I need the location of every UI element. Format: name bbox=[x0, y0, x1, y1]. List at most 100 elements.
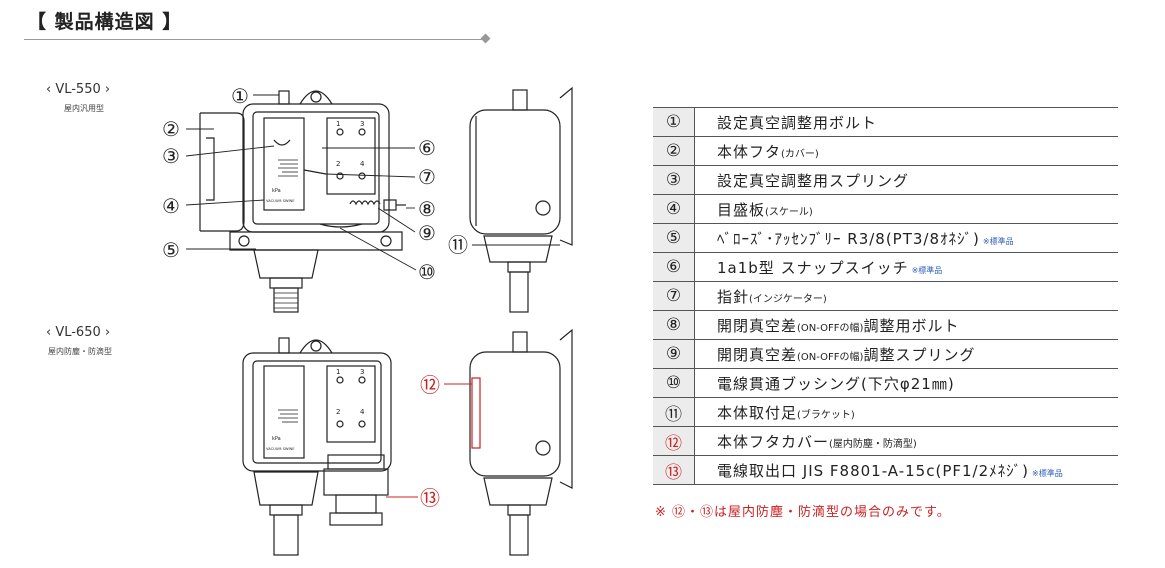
part-name-main: 開閉真空差 bbox=[717, 316, 798, 335]
part-number: ⑨ bbox=[653, 339, 695, 369]
part-name: 本体フタ(カバー) bbox=[694, 136, 1118, 166]
svg-text:1: 1 bbox=[336, 368, 340, 376]
part-number: ⑧ bbox=[653, 310, 695, 340]
part-number: ⑪ bbox=[653, 397, 695, 427]
model-type-vl650: 屋内防塵・防滴型 bbox=[48, 347, 112, 356]
part-name: 電線取出口 JIS F8801-A-15c(PF1/2ﾒﾈｼﾞ)※標準品 bbox=[694, 455, 1118, 485]
svg-text:3: 3 bbox=[360, 368, 364, 376]
callout-10: ⑩ bbox=[418, 260, 436, 284]
model-name-vl650: ‹ VL-650 › bbox=[46, 325, 111, 340]
part-name-main: 開閉真空差 bbox=[717, 345, 798, 364]
part-name: 目盛板(スケール) bbox=[694, 194, 1118, 224]
standard-product-note: ※標準品 bbox=[911, 265, 943, 275]
svg-text:1: 1 bbox=[336, 120, 340, 128]
part-name-main: 本体フタ bbox=[717, 142, 782, 161]
callout-1: ① bbox=[231, 84, 249, 108]
part-name: 指針(インジケーター) bbox=[694, 281, 1118, 311]
callout-3: ③ bbox=[162, 144, 180, 168]
callout-12: ⑫ bbox=[420, 373, 440, 397]
vl550-front-view: kPa VACUUM SWINE 1 3 2 4 bbox=[199, 90, 406, 313]
callout-7: ⑦ bbox=[418, 165, 436, 189]
page-title: 【 製品構造図 】 bbox=[27, 11, 183, 33]
part-name-suffix: 調整スプリング bbox=[863, 345, 976, 364]
svg-text:VACUUM SWINE: VACUUM SWINE bbox=[266, 199, 295, 203]
part-name: 開閉真空差(ON-OFFの幅)調整スプリング bbox=[694, 339, 1118, 369]
svg-text:2: 2 bbox=[336, 408, 340, 416]
part-name-sub: (屋内防塵・防滴型) bbox=[829, 438, 917, 450]
part-name-suffix: 調整用ボルト bbox=[863, 316, 960, 335]
part-number: ③ bbox=[653, 165, 695, 195]
part-number: ⑫ bbox=[653, 426, 695, 456]
part-name-main: 本体取付足 bbox=[717, 403, 798, 422]
svg-text:4: 4 bbox=[360, 160, 365, 168]
standard-product-note: ※標準品 bbox=[982, 236, 1014, 246]
callout-6: ⑥ bbox=[418, 136, 436, 160]
model-name-vl550: ‹ VL-550 › bbox=[46, 82, 111, 97]
part-name: 設定真空調整用スプリング bbox=[694, 165, 1118, 195]
callout-4: ④ bbox=[162, 194, 180, 218]
part-name: 1a1b型 スナップスイッチ※標準品 bbox=[694, 252, 1118, 282]
part-number: ⑥ bbox=[653, 252, 695, 282]
part-name-main: 電線取出口 JIS F8801-A-15c(PF1/2ﾒﾈｼﾞ) bbox=[717, 461, 1029, 480]
part-number: ① bbox=[653, 107, 695, 137]
part-name-sub: (インジケーター) bbox=[749, 293, 827, 305]
callout-8: ⑧ bbox=[418, 197, 436, 221]
vl650-front-view: kPa VACUUM SWINE 1 3 2 4 bbox=[242, 337, 392, 556]
model-type-vl550: 屋内汎用型 bbox=[64, 104, 104, 113]
part-name-main: 目盛板 bbox=[717, 200, 766, 219]
vl550-side-view bbox=[469, 86, 573, 313]
callout-13: ⑬ bbox=[420, 486, 440, 510]
parts-row: ③ 設定真空調整用スプリング bbox=[653, 165, 1118, 195]
part-number: ② bbox=[653, 136, 695, 166]
svg-text:VACUUM SWINE: VACUUM SWINE bbox=[266, 447, 295, 451]
callout-9: ⑨ bbox=[418, 221, 436, 245]
part-name-sub: (スケール) bbox=[765, 206, 813, 218]
part-name: 開閉真空差(ON-OFFの幅)調整用ボルト bbox=[694, 310, 1118, 340]
footnote: ※ ⑫・⑬は屋内防塵・防滴型の場合のみです。 bbox=[655, 505, 951, 520]
callout-5: ⑤ bbox=[162, 238, 180, 262]
part-name-sub: (ON-OFFの幅) bbox=[797, 351, 864, 363]
title-divider bbox=[24, 39, 486, 40]
part-name-main: 設定真空調整用ボルト bbox=[717, 113, 878, 132]
part-name: 本体取付足(ブラケット) bbox=[694, 397, 1118, 427]
part-name-main: 設定真空調整用スプリング bbox=[717, 171, 910, 190]
svg-text:kPa: kPa bbox=[272, 436, 281, 442]
part-name-main: 本体フタカバー bbox=[717, 432, 830, 451]
svg-text:2: 2 bbox=[336, 160, 340, 168]
part-name: 設定真空調整用ボルト bbox=[694, 107, 1118, 137]
part-number: ⑬ bbox=[653, 455, 695, 485]
part-name-sub: (ブラケット) bbox=[797, 409, 855, 421]
callout-2: ② bbox=[162, 117, 180, 141]
part-name-main: ﾍﾞﾛｰｽﾞ･ｱｯｾﾝﾌﾞﾘｰ R3/8(PT3/8ｵﾈｼﾞ) bbox=[717, 229, 980, 248]
svg-text:kPa: kPa bbox=[272, 188, 281, 194]
part-name-sub: (カバー) bbox=[781, 148, 819, 160]
part-name: 電線貫通ブッシング(下穴φ21㎜) bbox=[694, 368, 1118, 398]
part-name-sub: (ON-OFFの幅) bbox=[797, 322, 864, 334]
part-name-main: 1a1b型 スナップスイッチ bbox=[717, 258, 909, 277]
part-number: ⑦ bbox=[653, 281, 695, 311]
svg-text:3: 3 bbox=[360, 120, 364, 128]
part-number: ⑩ bbox=[653, 368, 695, 398]
vl650-side-view bbox=[469, 328, 573, 556]
part-number: ④ bbox=[653, 194, 695, 224]
parts-row: ⑩ 電線貫通ブッシング(下穴φ21㎜) bbox=[653, 368, 1118, 398]
callout-11: ⑪ bbox=[448, 233, 468, 257]
part-name-main: 指針 bbox=[717, 287, 750, 306]
part-name-main: 電線貫通ブッシング(下穴φ21㎜) bbox=[717, 374, 955, 393]
part-name: 本体フタカバー(屋内防塵・防滴型) bbox=[694, 426, 1118, 456]
standard-product-note: ※標準品 bbox=[1032, 468, 1063, 478]
part-name: ﾍﾞﾛｰｽﾞ･ｱｯｾﾝﾌﾞﾘｰ R3/8(PT3/8ｵﾈｼﾞ)※標準品 bbox=[694, 223, 1118, 253]
parts-row: ① 設定真空調整用ボルト bbox=[653, 107, 1118, 137]
